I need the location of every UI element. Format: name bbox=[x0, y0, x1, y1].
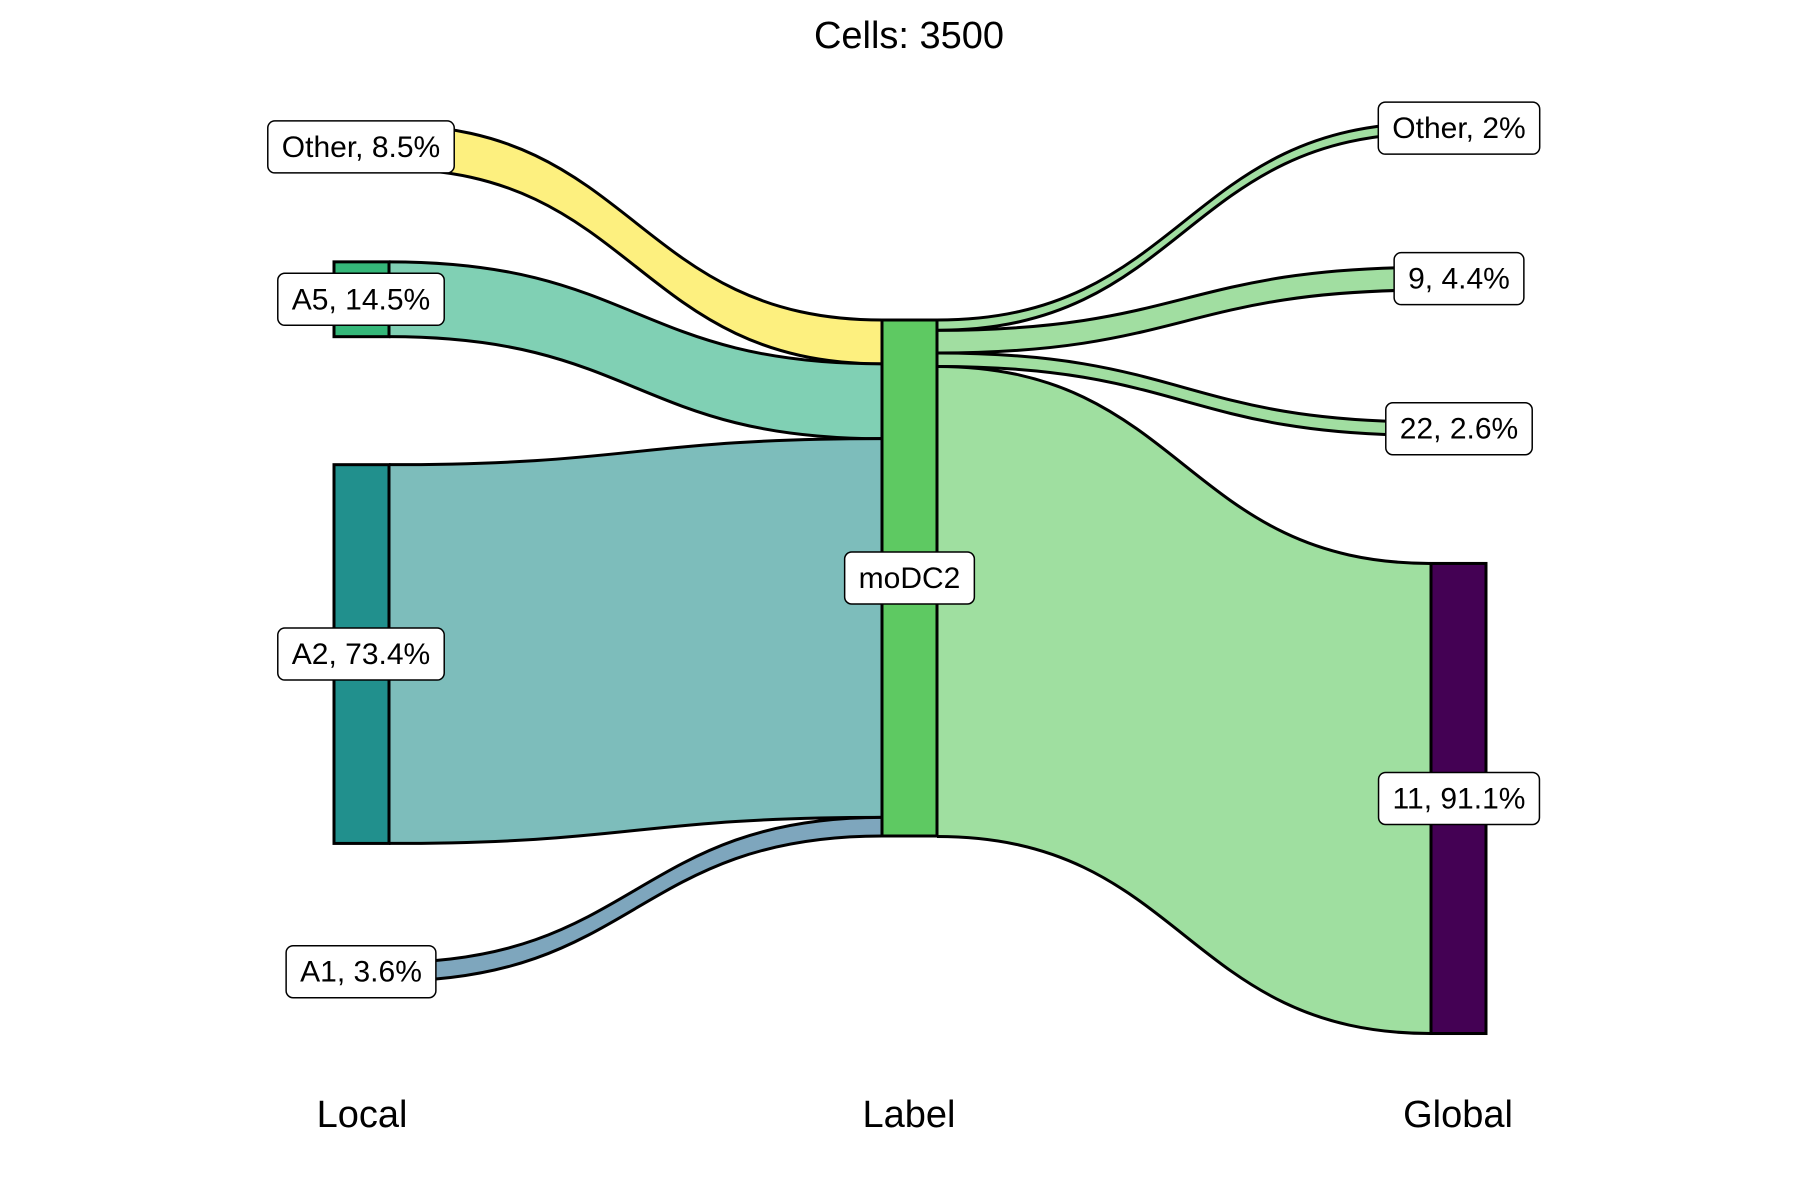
flow-global-22 bbox=[936, 351, 1432, 437]
label-local-a2: A2, 73.4% bbox=[277, 627, 445, 681]
flow-global-11-fill bbox=[937, 366, 1431, 1034]
flow-local-a5 bbox=[388, 260, 883, 441]
label-local-other: Other, 8.5% bbox=[267, 120, 455, 174]
label-local-other-box bbox=[267, 120, 455, 174]
label-global-22-box bbox=[1385, 401, 1533, 456]
axis-label-global: Global bbox=[1403, 1094, 1513, 1136]
label-local-a2-box bbox=[277, 627, 445, 681]
label-local-a1-text: A1, 3.6% bbox=[300, 956, 422, 989]
flow-local-a5-top-edge bbox=[388, 260, 883, 366]
flow-global-other-bottom-edge bbox=[936, 131, 1432, 332]
label-global-other-text: Other, 2% bbox=[1392, 112, 1525, 145]
flow-global-9 bbox=[936, 265, 1432, 355]
label-local-other-text: Other, 8.5% bbox=[282, 131, 440, 164]
label-global-other: Other, 2% bbox=[1377, 101, 1541, 155]
label-local-a5: A5, 14.5% bbox=[277, 272, 445, 327]
label-global-9-text: 9, 4.4% bbox=[1408, 263, 1510, 296]
flow-local-a2-top-edge bbox=[388, 437, 883, 467]
flow-local-a2-bottom-edge bbox=[388, 815, 883, 845]
flow-local-a1-top-edge bbox=[388, 815, 883, 964]
flow-local-other-top-edge bbox=[388, 123, 883, 322]
flow-global-9-top-edge bbox=[936, 265, 1432, 332]
axis-label-label: Label bbox=[863, 1094, 956, 1136]
label-global-11-text: 11, 91.1% bbox=[1393, 782, 1526, 815]
flow-local-a1-fill bbox=[389, 817, 882, 981]
flow-global-11-top-edge bbox=[936, 364, 1432, 565]
label-local-a1: A1, 3.6% bbox=[285, 944, 437, 999]
label-global-other-box bbox=[1377, 101, 1541, 155]
flow-global-9-fill bbox=[937, 267, 1431, 354]
label-local-a5-box bbox=[277, 272, 445, 327]
flow-global-22-bottom-edge bbox=[936, 364, 1432, 437]
labels-layer: Other, 8.5% A5, 14.5% A2, 73.4% A1, 3.6% moD… bbox=[267, 101, 1541, 999]
flow-local-a1 bbox=[388, 815, 883, 983]
flow-global-9-bottom-edge bbox=[936, 288, 1432, 355]
label-global-22-text: 22, 2.6% bbox=[1400, 413, 1518, 446]
label-mid-modc2: moDC2 bbox=[843, 551, 976, 605]
flow-local-a1-bottom-edge bbox=[388, 834, 883, 983]
label-global-22: 22, 2.6% bbox=[1385, 401, 1533, 456]
flow-global-22-top-edge bbox=[936, 351, 1432, 424]
flow-local-a2 bbox=[388, 437, 883, 845]
flow-local-other bbox=[388, 123, 883, 366]
flow-global-other-fill bbox=[937, 123, 1431, 331]
label-global-9-box bbox=[1393, 251, 1525, 306]
label-global-9: 9, 4.4% bbox=[1393, 251, 1525, 306]
flow-local-other-bottom-edge bbox=[388, 167, 883, 366]
chart-title: Cells: 3500 bbox=[814, 15, 1004, 57]
flow-global-other-top-edge bbox=[936, 121, 1432, 322]
label-mid-modc2-box bbox=[843, 551, 976, 605]
axis-label-local: Local bbox=[317, 1094, 408, 1136]
flow-local-a2-fill bbox=[389, 438, 882, 844]
label-global-11: 11, 91.1% bbox=[1377, 771, 1541, 826]
flow-global-other bbox=[936, 121, 1432, 332]
label-global-11-box bbox=[1377, 771, 1541, 826]
label-mid-modc2-text: moDC2 bbox=[859, 562, 961, 595]
flow-local-a5-fill bbox=[389, 261, 882, 439]
flow-local-a5-bottom-edge bbox=[388, 335, 883, 441]
label-local-a2-text: A2, 73.4% bbox=[292, 638, 430, 671]
flow-local-other-fill bbox=[389, 125, 882, 364]
flows-layer bbox=[388, 121, 1432, 1036]
flow-global-11-bottom-edge bbox=[936, 835, 1432, 1036]
label-local-a5-text: A5, 14.5% bbox=[292, 283, 430, 316]
label-local-a1-box bbox=[285, 944, 437, 999]
flow-global-11 bbox=[936, 364, 1432, 1036]
